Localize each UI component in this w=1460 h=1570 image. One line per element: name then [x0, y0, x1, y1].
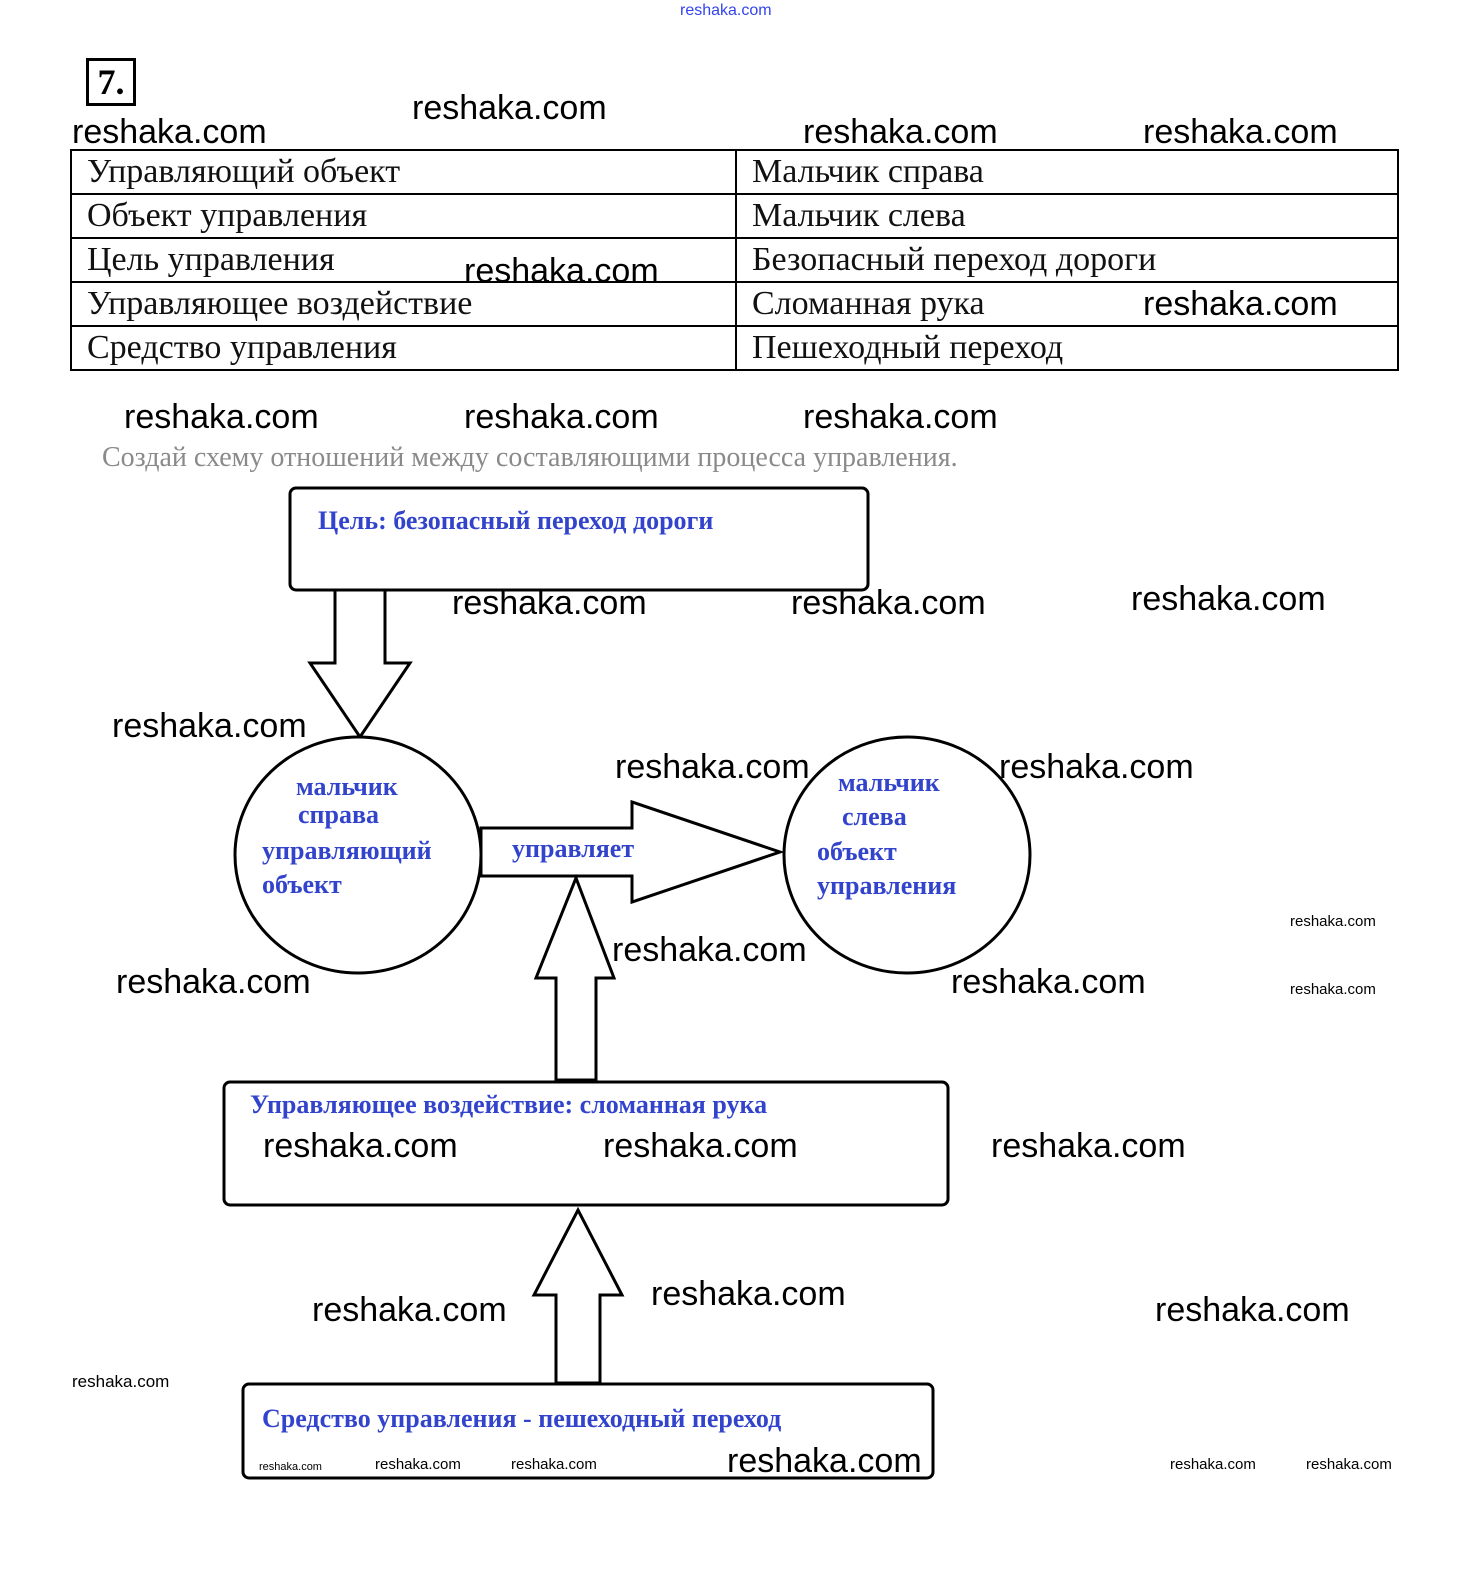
goal-box — [288, 486, 870, 592]
right-arrow — [479, 799, 785, 905]
task-number: 7. — [86, 58, 136, 106]
watermark: reshaka.com — [991, 1127, 1186, 1165]
watermark: reshaka.com — [999, 748, 1194, 786]
watermark: reshaka.com — [791, 584, 986, 622]
left-circle-line: объект — [262, 870, 342, 899]
table-cell: Объект управления — [70, 193, 737, 239]
table-cell: Пешеходный переход — [735, 325, 1399, 371]
watermark-small: reshaka.com — [1306, 1456, 1392, 1473]
goal-text: Цель: безопасный переход дороги — [318, 506, 714, 535]
watermark: reshaka.com — [464, 398, 659, 436]
watermark: reshaka.com — [112, 707, 307, 745]
watermark: reshaka.com — [464, 252, 659, 290]
watermark: reshaka.com — [612, 931, 807, 969]
table-cell: Безопасный переход дороги — [735, 237, 1399, 283]
left-circle-line: управляющий — [262, 836, 432, 865]
left-circle-line: мальчик — [296, 772, 398, 801]
watermark-small: reshaka.com — [1290, 981, 1376, 998]
watermark: reshaka.com — [263, 1127, 458, 1165]
instruction-text: Создай схему отношений между составляющи… — [102, 442, 958, 473]
right-circle-line: мальчик — [838, 768, 940, 797]
watermark: reshaka.com — [412, 89, 607, 127]
table-cell: Управляющий объект — [70, 149, 737, 195]
watermark: reshaka.com — [951, 963, 1146, 1001]
watermark: reshaka.com — [72, 113, 267, 151]
watermark-small: reshaka.com — [511, 1456, 597, 1473]
table-cell: Мальчик справа — [735, 149, 1399, 195]
table-cell: Сломанная рука — [735, 281, 1399, 327]
right-circle-line: объект — [817, 837, 897, 866]
watermark: reshaka.com — [116, 963, 311, 1001]
right-circle-line: слева — [842, 802, 907, 831]
watermark-small: reshaka.com — [1170, 1456, 1256, 1473]
watermark: reshaka.com — [1143, 285, 1338, 323]
watermark-small: reshaka.com — [72, 1372, 170, 1391]
watermark: reshaka.com — [727, 1442, 922, 1480]
watermark: reshaka.com — [651, 1275, 846, 1313]
means-box — [241, 1382, 935, 1480]
watermark-small: reshaka.com — [259, 1461, 322, 1473]
watermark: reshaka.com — [803, 398, 998, 436]
table-cell: Управляющее воздействие — [70, 281, 737, 327]
right-circle-line: управления — [817, 871, 957, 900]
watermark-top: reshaka.com — [680, 2, 772, 19]
up-arrow-means — [531, 1206, 625, 1385]
up-arrow-action — [533, 873, 617, 1082]
action-text: Управляющее воздействие: сломанная рука — [250, 1090, 768, 1119]
watermark: reshaka.com — [452, 584, 647, 622]
watermark: reshaka.com — [1131, 580, 1326, 618]
means-text: Средство управления - пешеходный переход — [262, 1404, 782, 1433]
watermark: reshaka.com — [124, 398, 319, 436]
table-cell: Средство управления — [70, 325, 737, 371]
right-circle — [782, 735, 1032, 975]
arrow-label: управляет — [512, 834, 635, 863]
watermark: reshaka.com — [1155, 1291, 1350, 1329]
watermark: reshaka.com — [803, 113, 998, 151]
watermark: reshaka.com — [615, 748, 810, 786]
action-box — [222, 1080, 950, 1207]
watermark: reshaka.com — [603, 1127, 798, 1165]
down-arrow — [307, 588, 413, 740]
left-circle-line: справа — [298, 800, 380, 829]
table-cell: Мальчик слева — [735, 193, 1399, 239]
table-cell: Цель управления — [70, 237, 737, 283]
watermark: reshaka.com — [1143, 113, 1338, 151]
watermark-small: reshaka.com — [1290, 913, 1376, 930]
watermark-small: reshaka.com — [375, 1456, 461, 1473]
watermark: reshaka.com — [312, 1291, 507, 1329]
